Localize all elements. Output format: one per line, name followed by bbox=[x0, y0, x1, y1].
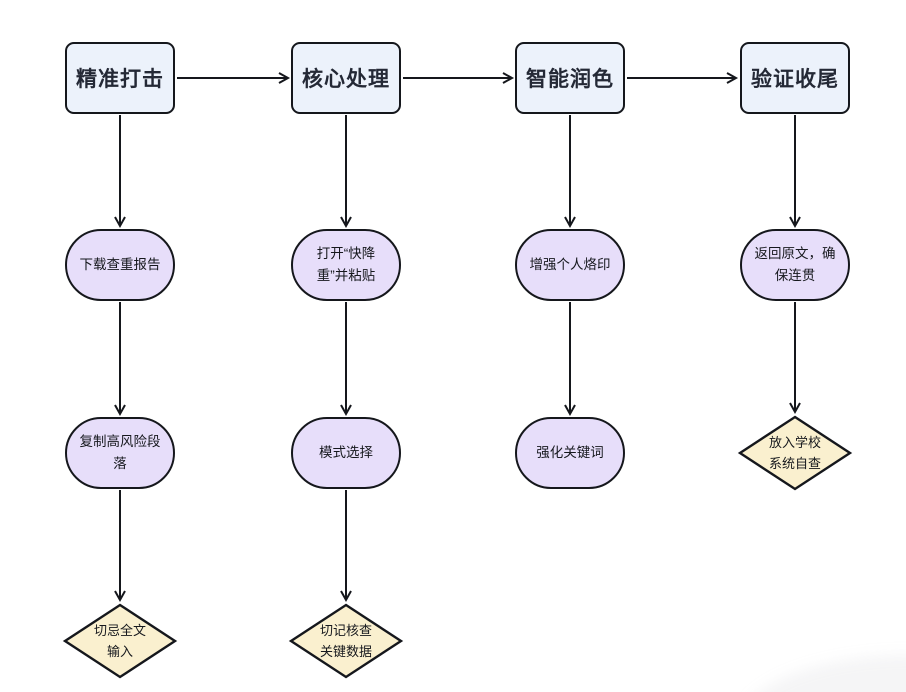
step-download-report-label: 下载查重报告 bbox=[79, 257, 161, 273]
diamond-shape-svg bbox=[288, 603, 404, 679]
step-mode-select-label: 模式选择 bbox=[319, 445, 373, 461]
watermark-blob bbox=[740, 655, 906, 692]
diamond-shape bbox=[62, 603, 178, 679]
stage-verify-finish-label: 验证收尾 bbox=[751, 68, 839, 91]
step-enhance-personal-mark-label: 增强个人烙印 bbox=[529, 257, 611, 273]
stage-smart-polish: 智能润色 bbox=[515, 42, 625, 114]
decision-verify-key-data: 切记核查 关键数据 bbox=[288, 603, 404, 679]
step-strengthen-keywords: 强化关键词 bbox=[515, 417, 625, 489]
step-open-and-paste-label: 打开“快降 重”并粘贴 bbox=[316, 246, 376, 283]
stage-core-processing: 核心处理 bbox=[291, 42, 401, 114]
decision-avoid-full-input-label: 切忌全文 输入 bbox=[93, 622, 146, 659]
step-copy-high-risk-label: 复制高风险段 落 bbox=[79, 434, 161, 471]
step-mode-select: 模式选择 bbox=[291, 417, 401, 489]
stage-smart-polish-label: 智能润色 bbox=[526, 68, 614, 91]
decision-avoid-full-input: 切忌全文 输入 bbox=[62, 603, 178, 679]
decision-school-system-check-label: 放入学校 系统自查 bbox=[768, 434, 821, 471]
step-download-report: 下载查重报告 bbox=[65, 229, 175, 301]
step-enhance-personal-mark: 增强个人烙印 bbox=[515, 229, 625, 301]
step-copy-high-risk: 复制高风险段 落 bbox=[65, 417, 175, 489]
diamond-shape bbox=[288, 603, 404, 679]
diamond-shape-svg bbox=[62, 603, 178, 679]
step-return-to-original-label: 返回原文，确 保连贯 bbox=[754, 246, 836, 283]
step-strengthen-keywords-label: 强化关键词 bbox=[536, 445, 604, 461]
decision-school-system-check: 放入学校 系统自查 bbox=[737, 415, 853, 491]
diamond-shape-svg bbox=[737, 415, 853, 491]
decision-verify-key-data-label: 切记核查 关键数据 bbox=[319, 622, 372, 659]
step-return-to-original: 返回原文，确 保连贯 bbox=[740, 229, 850, 301]
stage-core-processing-label: 核心处理 bbox=[302, 68, 390, 91]
stage-precise-strike: 精准打击 bbox=[65, 42, 175, 114]
step-open-and-paste: 打开“快降 重”并粘贴 bbox=[291, 229, 401, 301]
stage-precise-strike-label: 精准打击 bbox=[76, 68, 164, 91]
diamond-shape bbox=[737, 415, 853, 491]
stage-verify-finish: 验证收尾 bbox=[740, 42, 850, 114]
